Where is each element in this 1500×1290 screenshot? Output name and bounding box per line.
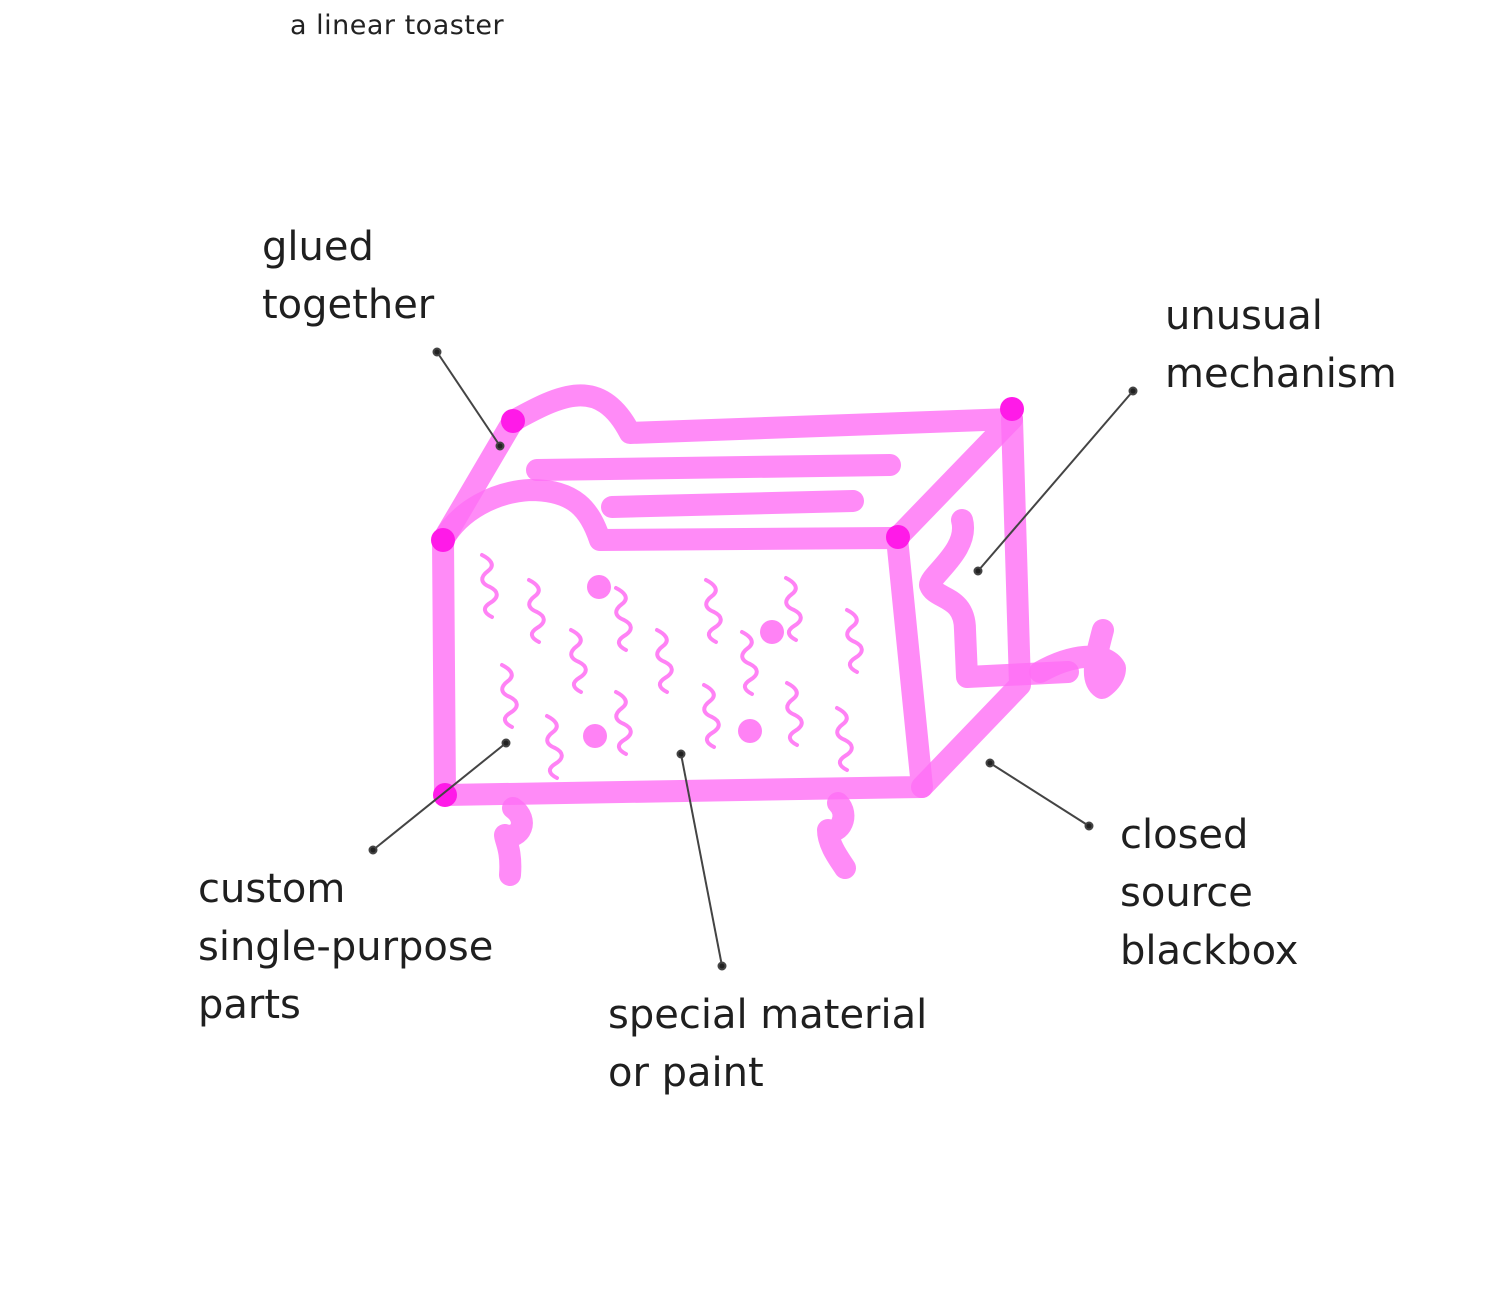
texture-squiggle <box>614 586 633 652</box>
label-line: custom <box>198 866 346 912</box>
label-custom-parts: custom single-purpose parts <box>198 860 493 1034</box>
label-line: closed <box>1120 812 1249 858</box>
diagram-caption: a linear toaster <box>290 10 505 41</box>
glue-point <box>501 409 525 433</box>
label-special-material: special material or paint <box>608 986 927 1102</box>
label-line: mechanism <box>1165 351 1397 397</box>
material-dot <box>587 575 611 599</box>
material-texture <box>480 553 864 780</box>
texture-squiggle <box>785 681 804 747</box>
label-closed-source-blackbox: closed source blackbox <box>1120 806 1298 980</box>
label-line: or paint <box>608 1050 764 1096</box>
bread-slot-1 <box>526 454 901 481</box>
label-line: unusual <box>1165 293 1323 339</box>
material-dots <box>583 575 784 748</box>
toaster-body <box>432 384 1126 886</box>
label-glued-together: glued together <box>262 218 434 334</box>
glue-point <box>1000 397 1024 421</box>
texture-squiggle <box>655 628 674 694</box>
glue-point <box>431 528 455 552</box>
bread-slot-2 <box>601 490 864 518</box>
material-dot <box>738 719 762 743</box>
texture-squiggle <box>569 628 588 694</box>
glue-point <box>433 783 457 807</box>
leader-glued <box>432 347 505 451</box>
material-dot <box>760 620 784 644</box>
label-line: together <box>262 282 435 328</box>
texture-squiggle <box>614 690 633 756</box>
texture-squiggle <box>740 630 759 696</box>
texture-squiggle <box>835 706 854 772</box>
glue-points <box>431 397 1024 807</box>
label-line: parts <box>198 982 301 1028</box>
mechanism-lever <box>919 509 1079 688</box>
texture-squiggle <box>702 683 721 749</box>
label-line: blackbox <box>1120 928 1299 974</box>
texture-squiggle <box>500 663 519 729</box>
texture-squiggle <box>845 608 864 674</box>
mechanism-knob <box>1029 619 1126 699</box>
label-unusual-mechanism: unusual mechanism <box>1165 287 1397 403</box>
leader-lines <box>368 347 1138 971</box>
label-line: special material <box>608 992 928 1038</box>
label-line: glued <box>262 224 374 270</box>
texture-squiggle <box>704 578 723 644</box>
texture-squiggle <box>527 578 546 644</box>
leader-custom <box>368 738 511 855</box>
toaster-leg-left <box>494 797 533 886</box>
toaster-top-face <box>432 384 1023 551</box>
texture-squiggle <box>480 553 499 619</box>
material-dot <box>583 724 607 748</box>
glue-point <box>886 525 910 549</box>
leader-mechanism <box>973 386 1138 576</box>
texture-squiggle <box>784 576 803 642</box>
texture-squiggle <box>545 714 564 780</box>
leader-material <box>676 749 727 971</box>
label-line: source <box>1120 870 1253 916</box>
leader-closed <box>985 758 1094 831</box>
label-line: single-purpose <box>198 924 494 970</box>
toaster-leg-right <box>817 792 856 879</box>
